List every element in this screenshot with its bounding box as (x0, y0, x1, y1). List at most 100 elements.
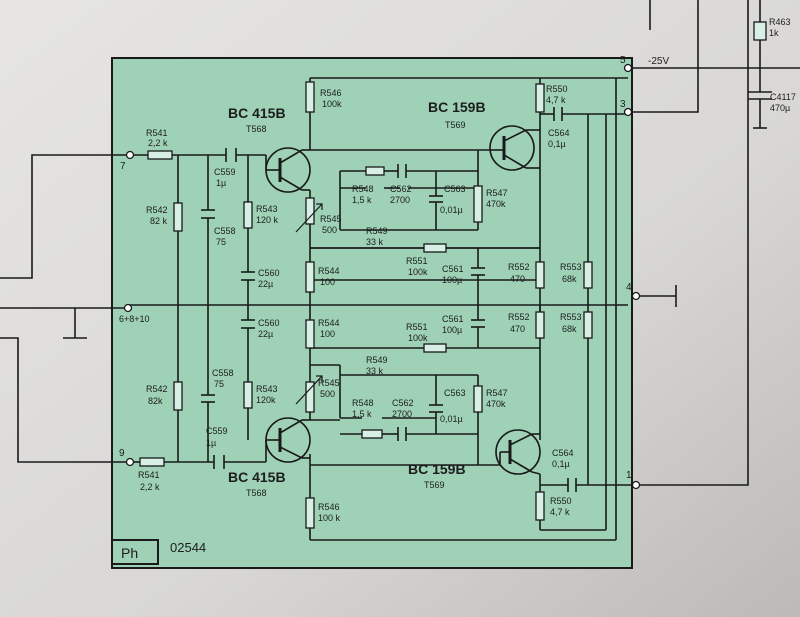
u-c561-value: 100µ (442, 275, 462, 285)
potentiometer-r545-upper (305, 197, 315, 225)
resistor-r552-lower (535, 311, 545, 339)
u-r553-name: R553 (560, 262, 582, 272)
l-c562-value: 2700 (392, 409, 412, 419)
u-r553-value: 68k (562, 274, 577, 284)
l-r553-name: R553 (560, 312, 582, 322)
l-c564-value: 0,1µ (552, 459, 570, 469)
resistor-r551-upper (423, 243, 447, 253)
pin-7-label: 7 (120, 161, 126, 172)
resistor-r547-lower (473, 385, 483, 413)
u-r546-name: R546 (320, 88, 342, 98)
t4-type-label: BC 159B (408, 461, 466, 477)
resistor-r543-lower (243, 381, 253, 409)
r463-value: 1k (769, 28, 779, 38)
l-c563-value: 0,01µ (440, 414, 463, 424)
u-r543-value: 120 k (256, 215, 279, 225)
pin-5-label: 5 (620, 55, 626, 66)
u-r548-name: R548 (352, 184, 374, 194)
l-c558-value: 75 (214, 379, 224, 389)
l-c561-name: C561 (442, 314, 464, 324)
resistor-r463 (753, 21, 767, 41)
resistor-r548-upper (365, 166, 385, 176)
resistor-r543-upper (243, 201, 253, 229)
t3-ref-label: T568 (246, 488, 267, 498)
pin-6810-label: 6+8+10 (119, 314, 150, 324)
resistor-r544-lower (305, 319, 315, 349)
t1-ref-label: T568 (246, 124, 267, 134)
u-r547-name: R547 (486, 188, 508, 198)
l-r548-value: 1,5 k (352, 409, 372, 419)
u-r549-value: 33 k (366, 237, 384, 247)
u-c562-value: 2700 (390, 195, 410, 205)
u-r546-value: 100k (322, 99, 342, 109)
u-r545-name: R545 (320, 214, 342, 224)
u-c563-value: 0,01µ (440, 205, 463, 215)
c4117-value: 470µ (770, 103, 790, 113)
l-r543-name: R543 (256, 384, 278, 394)
u-c563-name: C563 (444, 184, 466, 194)
u-r548-value: 1,5 k (352, 195, 372, 205)
u-c560-name: C560 (258, 268, 280, 278)
u-c559-name: C559 (214, 167, 236, 177)
l-r550-value: 4,7 k (550, 507, 570, 517)
resistor-r542-upper (173, 202, 183, 232)
resistor-r541-upper (147, 150, 173, 160)
l-r542-value: 82k (148, 396, 163, 406)
l-r541-name: R541 (138, 470, 160, 480)
u-c564-name: C564 (548, 128, 570, 138)
l-c560-name: C560 (258, 318, 280, 328)
pin-9-label: 9 (119, 448, 125, 459)
l-r551-value: 100k (408, 333, 428, 343)
l-c559-name: C559 (206, 426, 228, 436)
u-c558-name: C558 (214, 226, 236, 236)
t4-ref-label: T569 (424, 480, 445, 490)
l-r546-name: R546 (318, 502, 340, 512)
resistor-r548-lower (361, 429, 383, 439)
l-c562-name: C562 (392, 398, 414, 408)
resistor-r550-upper (535, 83, 545, 113)
l-r541-value: 2,2 k (140, 482, 160, 492)
l-r552-name: R552 (508, 312, 530, 322)
l-r550-name: R550 (550, 496, 572, 506)
u-c564-value: 0,1µ (548, 139, 566, 149)
l-c561-value: 100µ (442, 325, 462, 335)
transistor-t569-upper (489, 125, 540, 171)
t2-ref-label: T569 (445, 120, 466, 130)
u-r544-name: R544 (318, 266, 340, 276)
l-r544-name: R544 (318, 318, 340, 328)
resistor-r550-lower (535, 491, 545, 521)
transistor-t569-lower (495, 429, 541, 475)
u-c559-value: 1µ (216, 178, 226, 188)
pin-1-label: 1 (626, 470, 632, 481)
l-r542-name: R542 (146, 384, 168, 394)
l-r546-value: 100 k (318, 513, 341, 523)
u-r552-name: R552 (508, 262, 530, 272)
l-c563-name: C563 (444, 388, 466, 398)
resistor-r552-upper (535, 261, 545, 289)
u-c560-value: 22µ (258, 279, 273, 289)
u-r550-value: 4,7 k (546, 95, 566, 105)
resistor-r551-lower (423, 343, 447, 353)
l-r553-value: 68k (562, 324, 577, 334)
u-r545-value: 500 (322, 225, 337, 235)
resistor-r553-lower (583, 311, 593, 339)
u-c562-name: C562 (390, 184, 412, 194)
u-r551-value: 100k (408, 267, 428, 277)
resistors (139, 81, 593, 529)
lower-labels: C560 22µ R544 100 R551 100k C561 100µ R5… (138, 312, 582, 523)
l-r549-value: 33 k (366, 366, 384, 376)
u-r541-name: R541 (146, 128, 168, 138)
transistor-t568-upper (265, 147, 311, 193)
u-r542-name: R542 (146, 205, 168, 215)
pot-arrows (295, 203, 323, 405)
board-code: 02544 (170, 540, 206, 555)
upper-labels: R541 2,2 k R542 82 k C559 1µ C558 75 R54… (146, 84, 582, 289)
u-r550-name: R550 (546, 84, 568, 94)
u-c561-name: C561 (442, 264, 464, 274)
board-wiring (128, 77, 640, 541)
l-r551-name: R551 (406, 322, 428, 332)
r463-name: R463 (769, 17, 791, 27)
resistor-r544-upper (305, 261, 315, 293)
